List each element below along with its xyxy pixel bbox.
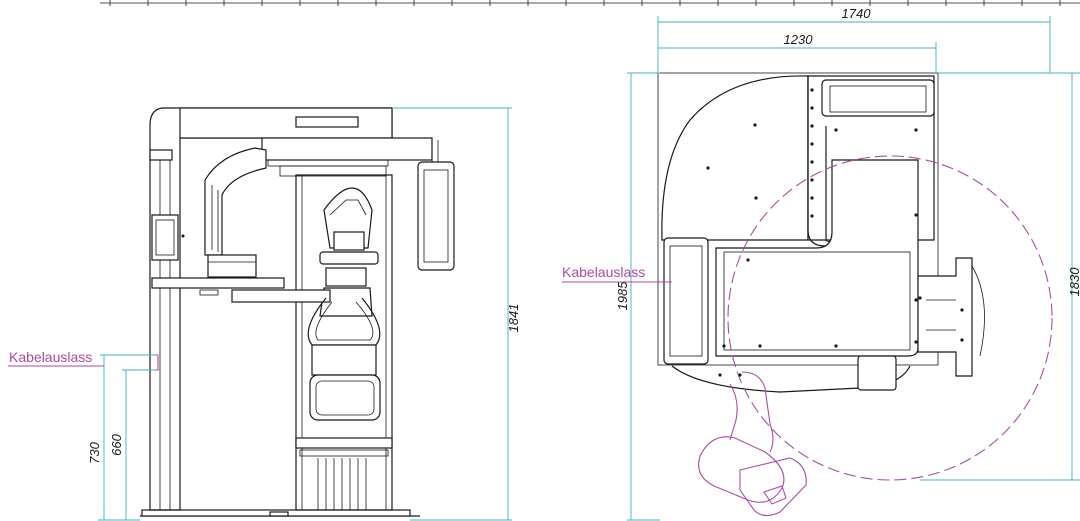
screw-dot xyxy=(960,338,964,342)
cable-outlet-top-callout: Kabelauslass xyxy=(562,264,672,283)
screw-dot xyxy=(810,106,814,110)
top-view xyxy=(657,72,1053,517)
screw-dot xyxy=(718,373,722,377)
dim-660: 660 xyxy=(109,433,124,455)
screw-dot xyxy=(914,340,918,344)
screw-dot xyxy=(758,344,762,348)
screw-dot xyxy=(810,214,814,218)
dim-1830: 1830 xyxy=(1067,267,1080,297)
screw-dot xyxy=(810,160,814,164)
side-view xyxy=(140,107,455,517)
top-ruler xyxy=(100,0,1080,6)
screw-dot xyxy=(754,196,758,200)
screw-dot xyxy=(746,258,750,262)
screw-dot xyxy=(810,178,814,182)
screw-dot xyxy=(960,308,964,312)
dim-1985: 1985 xyxy=(615,281,630,311)
dim-1740: 1740 xyxy=(842,6,872,21)
screw-dot xyxy=(834,344,838,348)
screw-dot xyxy=(918,296,922,300)
screw-dot xyxy=(706,166,710,170)
screw-dot xyxy=(738,373,742,377)
screw-dot xyxy=(722,344,726,348)
screw-dot xyxy=(753,123,757,127)
top-dimensions: 1740 1230 1985 1830 xyxy=(615,6,1080,521)
screw-dot xyxy=(810,124,814,128)
cable-outlet-side-callout: Kabelauslass xyxy=(8,349,104,367)
side-dimensions: 730 660 1841 xyxy=(87,107,521,521)
dim-730: 730 xyxy=(87,441,102,463)
screw-dot xyxy=(834,128,838,132)
screw-dot xyxy=(810,142,814,146)
screw-dot xyxy=(810,88,814,92)
cable-outlet-side-label: Kabelauslass xyxy=(9,349,92,365)
screw-dot xyxy=(914,213,918,217)
dim-1230: 1230 xyxy=(784,32,814,47)
screw-dot xyxy=(914,128,918,132)
cable-outlet-top-label: Kabelauslass xyxy=(562,264,645,280)
dim-1841: 1841 xyxy=(506,304,521,333)
screw-dot xyxy=(810,196,814,200)
screw-dot xyxy=(914,298,918,302)
